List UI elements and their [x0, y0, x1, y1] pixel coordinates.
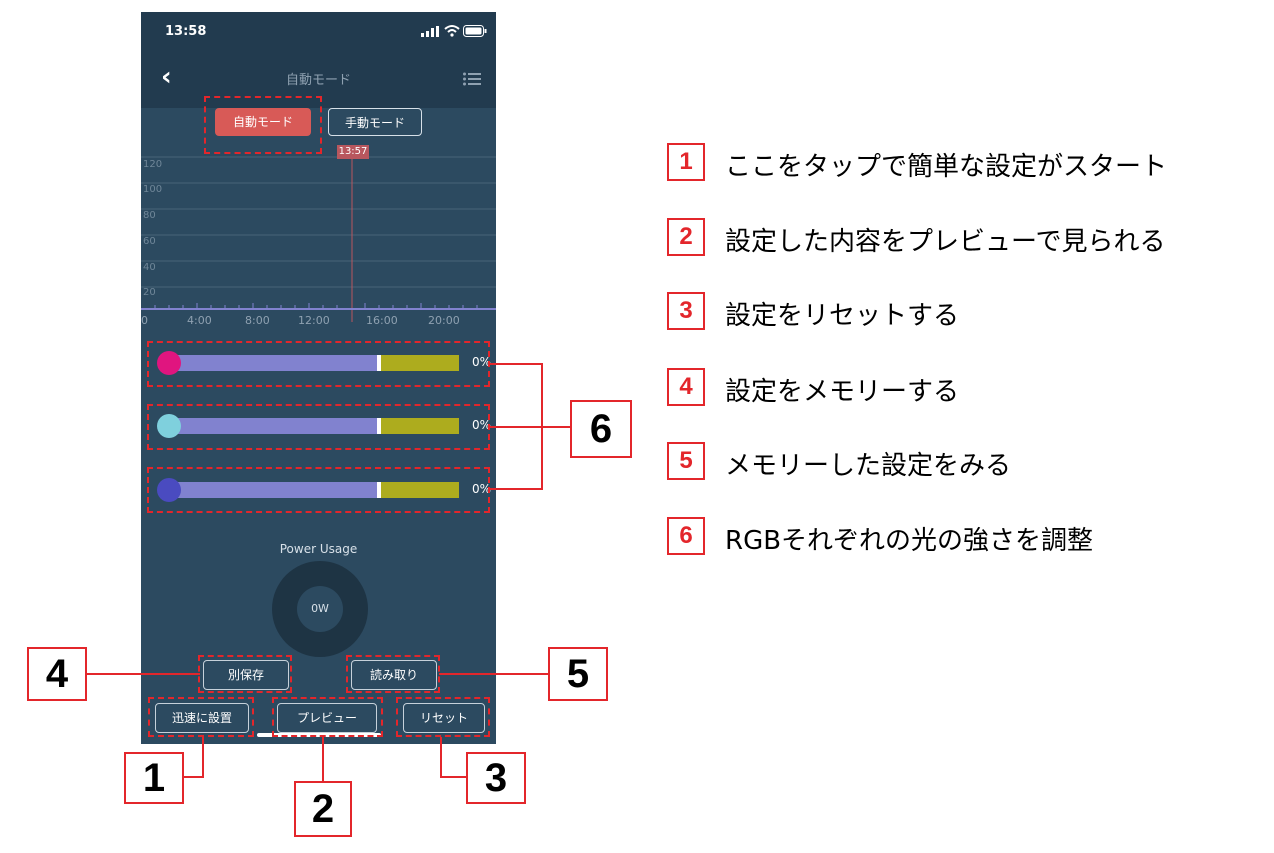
callout-5: 5 [548, 647, 608, 701]
legend-text: 設定をメモリーする [725, 377, 960, 407]
slider-track-filled [171, 482, 377, 498]
y-tick-100: 100 [143, 184, 163, 195]
connector-line [202, 737, 204, 778]
callout-3: 3 [466, 752, 526, 804]
legend-text: 設定をリセットする [725, 301, 960, 331]
connector-line [86, 673, 200, 675]
slider-thumb-marker[interactable] [377, 355, 381, 371]
x-tick-12: 12:00 [298, 314, 330, 327]
x-tick-20: 20:00 [428, 314, 460, 327]
highlight-reset [396, 697, 490, 737]
slider-thumb-marker[interactable] [377, 482, 381, 498]
highlight-slider-green [147, 404, 490, 450]
slider-track-remaining [381, 355, 459, 371]
phone-screen: 13:58 ‹ 自動モード 自動モード 手動モード [141, 12, 496, 744]
connector-line [439, 673, 549, 675]
callout-1: 1 [124, 752, 184, 804]
highlight-slider-red [147, 341, 490, 387]
schedule-chart [141, 156, 496, 322]
connector-line [440, 776, 466, 778]
load-button[interactable]: 読み取り [351, 660, 437, 690]
blue-color-dot [157, 478, 181, 502]
highlight-slider-blue [147, 467, 490, 513]
slider-thumb-marker[interactable] [377, 418, 381, 434]
reset-button[interactable]: リセット [403, 703, 485, 733]
callout-6: 6 [570, 400, 632, 458]
highlight-load [346, 655, 440, 693]
connector-line [440, 737, 442, 778]
connector-line [490, 426, 570, 428]
legend-text: RGBそれぞれの光の強さを調整 [725, 526, 1094, 556]
legend-number: 6 [667, 517, 705, 555]
legend-number: 5 [667, 442, 705, 480]
blue-percent: 0% [472, 482, 492, 496]
y-tick-80: 80 [143, 210, 156, 221]
cyan-color-dot [157, 414, 181, 438]
connector-line [490, 363, 543, 365]
manual-mode-tab[interactable]: 手動モード [328, 108, 422, 136]
highlight-preview [272, 697, 383, 737]
y-tick-120: 120 [143, 159, 163, 170]
blue-channel-slider[interactable]: 0% [155, 472, 491, 508]
status-bar: 13:58 [141, 12, 496, 52]
power-usage-label: Power Usage [279, 542, 358, 556]
x-tick-16: 16:00 [366, 314, 398, 327]
current-time-marker: 13:57 [337, 145, 369, 159]
y-tick-40: 40 [143, 262, 156, 273]
x-tick-8: 8:00 [245, 314, 270, 327]
legend-number: 4 [667, 368, 705, 406]
legend-text: メモリーした設定をみる [725, 451, 1012, 481]
callout-2: 2 [294, 781, 352, 837]
highlight-save-as [198, 655, 292, 693]
red-color-dot [157, 351, 181, 375]
auto-mode-tab[interactable]: 自動モード [215, 108, 311, 136]
wifi-icon [444, 25, 460, 37]
slider-track-filled [171, 418, 377, 434]
callout-4: 4 [27, 647, 87, 701]
slider-track-remaining [381, 418, 459, 434]
nav-title: 自動モード [285, 73, 351, 88]
signal-icon [421, 26, 439, 37]
x-tick-0: 0 [141, 314, 148, 327]
connector-line [490, 488, 543, 490]
legend-number: 3 [667, 292, 705, 330]
slider-track-remaining [381, 482, 459, 498]
y-tick-60: 60 [143, 236, 156, 247]
preview-button[interactable]: プレビュー [277, 703, 377, 733]
nav-bar: ‹ 自動モード [141, 52, 496, 108]
green-percent: 0% [472, 418, 492, 432]
x-tick-4: 4:00 [187, 314, 212, 327]
legend-number: 2 [667, 218, 705, 256]
status-time: 13:58 [165, 24, 207, 39]
highlight-quick-setup [148, 697, 254, 737]
highlight-auto-mode [204, 96, 322, 154]
slider-track-filled [171, 355, 377, 371]
save-as-button[interactable]: 別保存 [203, 660, 289, 690]
legend-text: ここをタップで簡単な設定がスタート [725, 152, 1168, 182]
y-tick-20: 20 [143, 287, 156, 298]
battery-icon [463, 25, 487, 37]
power-usage-donut: 0W [272, 561, 368, 657]
green-channel-slider[interactable]: 0% [155, 408, 491, 444]
connector-line [322, 737, 324, 781]
legend-number: 1 [667, 143, 705, 181]
red-percent: 0% [472, 355, 492, 369]
back-chevron-icon[interactable]: ‹ [161, 62, 172, 92]
quick-setup-button[interactable]: 迅速に設置 [155, 703, 249, 733]
red-channel-slider[interactable]: 0% [155, 345, 491, 381]
connector-line [184, 776, 204, 778]
legend-text: 設定した内容をプレビューで見られる [725, 227, 1166, 257]
list-menu-icon[interactable] [463, 72, 481, 86]
power-usage-value: 0W [297, 586, 343, 632]
